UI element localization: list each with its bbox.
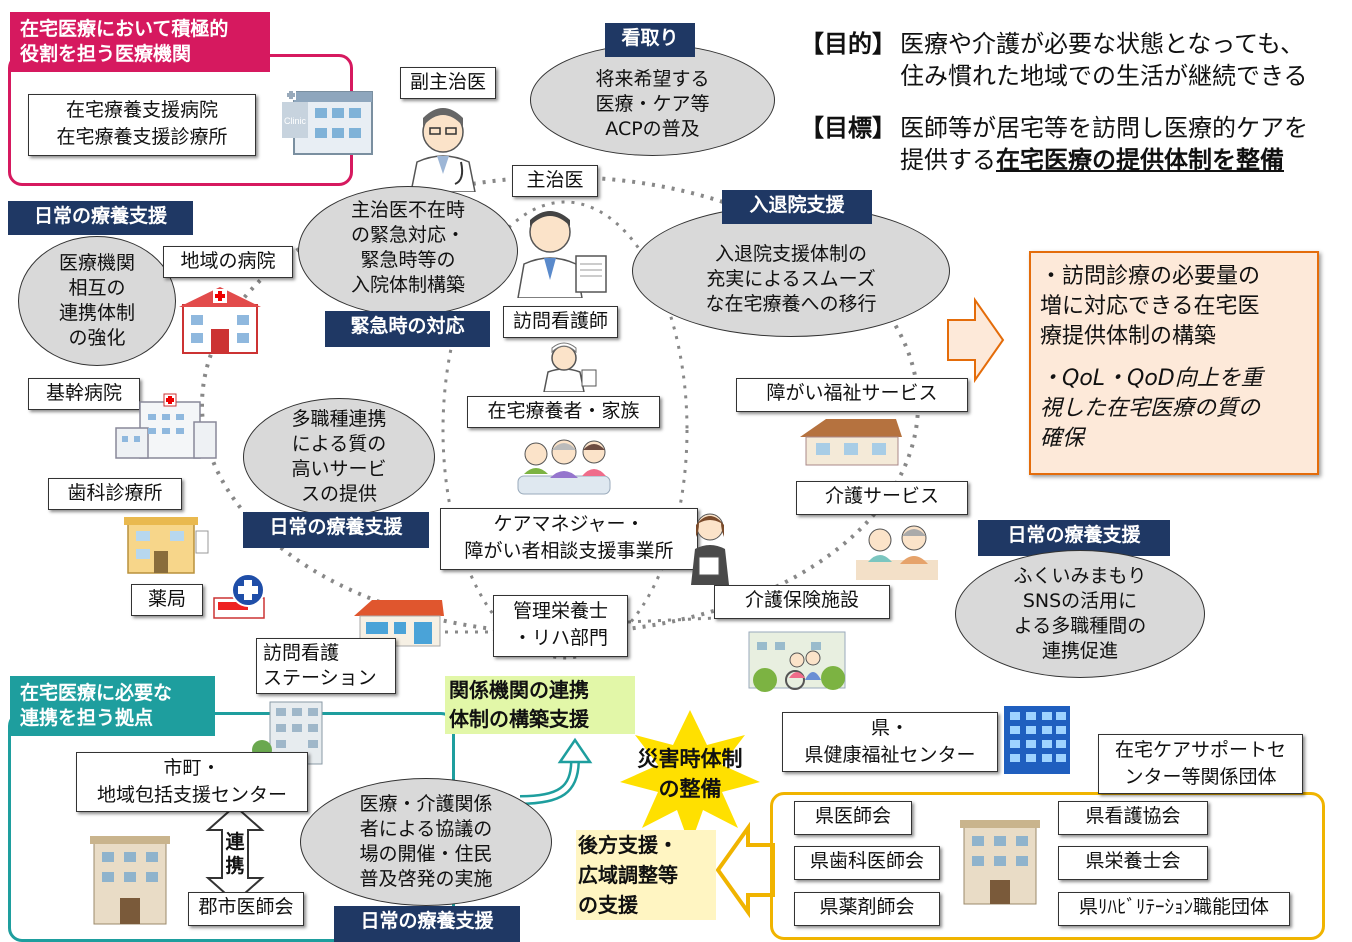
result-item-1: ・訪問診療の必要量の 増に対応できる在宅医 療提供体制の構築 xyxy=(1040,264,1261,349)
welfare-house-icon xyxy=(796,415,904,467)
network-support-text: 関係機関の連携 体制の構築支援 xyxy=(445,676,635,734)
fukui-sns-ellipse: ふくいみまもり SNSの活用に よる多職種間の 連携促進 xyxy=(955,550,1205,678)
target-line2: 提供する在宅医療の提供体制を整備 xyxy=(900,144,1284,176)
target-line2-plain: 提供する xyxy=(900,146,996,174)
dotted-link-hoken xyxy=(627,616,716,624)
label-municipal-center: 市町・ 地域包括支援センター xyxy=(76,752,308,812)
target-line1: 医師等が居宅等を訪問し医療的ケアを xyxy=(900,114,1308,142)
care-manager-illustration xyxy=(685,505,735,585)
label-vice-attending: 副主治医 xyxy=(400,67,496,99)
label-patient-family: 在宅療養者・家族 xyxy=(467,396,660,428)
purpose-label: 【目的】 xyxy=(800,30,896,58)
emergency-ellipse: 主治医不在時 の緊急対応・ 緊急時等の 入院体制構築 xyxy=(298,186,518,316)
dental-clinic-icon xyxy=(120,513,210,575)
target-line2-underlined: 在宅医療の提供体制を整備 xyxy=(996,146,1284,174)
result-box xyxy=(1029,251,1319,475)
vice-doctor-illustration xyxy=(403,100,483,192)
clinic-icon: Clinic xyxy=(280,86,376,158)
label-dental-clinic: 歯科診療所 xyxy=(48,478,182,510)
label-pharmacy: 薬局 xyxy=(131,584,203,616)
org-rehab-assoc: 県ﾘﾊﾋﾞﾘﾃｰｼｮﾝ職能団体 xyxy=(1058,892,1290,926)
attending-doctor-illustration xyxy=(512,198,612,298)
org-dental-assoc: 県歯科医師会 xyxy=(794,846,940,880)
core-hospital-icon xyxy=(110,392,220,460)
link-label: 連 携 xyxy=(225,831,245,877)
label-care-manager: ケアマネジャー・ 障がい者相談支援事業所 xyxy=(440,508,698,570)
multidisciplinary-ellipse: 多職種連携 による質の 高いサービ スの提供 xyxy=(243,398,435,516)
org-dietitian-assoc: 県栄養士会 xyxy=(1058,846,1208,880)
pref-building-icon xyxy=(1000,700,1076,776)
label-pref-health-center: 県・ 県健康福祉センター xyxy=(782,712,998,772)
pharmacy-icon xyxy=(208,572,270,620)
backup-arrow xyxy=(715,821,775,919)
assoc-building-icon xyxy=(952,812,1048,908)
label-core-hospital: 基幹病院 xyxy=(28,378,140,410)
family-illustration xyxy=(508,428,620,498)
discharge-support-ellipse: 入退院支援体制の 充実によるスムーズ な在宅療養への移行 xyxy=(632,205,950,337)
disaster-starburst xyxy=(620,710,760,846)
label-discharge-support: 入退院支援 xyxy=(722,190,872,224)
purpose-text: 医療や介護が必要な状態となっても、 住み慣れた地域での生活が継続できる xyxy=(900,30,1308,90)
label-emergency: 緊急時の対応 xyxy=(325,311,490,347)
label-visiting-nursing-station: 訪問看護 ステーション xyxy=(256,638,396,694)
disaster-preparedness-text: 災害時体制 の整備 xyxy=(637,747,743,801)
support-orgs-frame xyxy=(770,792,1325,940)
top-left-header: 在宅医療において積極的 役割を担う医療機関 xyxy=(10,12,270,72)
care-service-illustration xyxy=(852,518,942,584)
label-mitori: 看取り xyxy=(605,23,695,57)
local-hospital-icon xyxy=(175,283,265,355)
target-label: 【目標】 xyxy=(800,114,896,142)
label-attending: 主治医 xyxy=(512,165,598,197)
result-item-2: ・QoL・QoD向上を重 視した在宅医療の質の 確保 xyxy=(1040,366,1263,451)
label-nutrition-rehab: 管理栄養士 ・リハ部門 xyxy=(493,595,628,657)
label-daily-support-2: 日常の療養支援 xyxy=(243,512,429,548)
org-nursing-assoc: 県看護協会 xyxy=(1058,801,1208,835)
label-local-hospital: 地域の病院 xyxy=(163,246,293,278)
label-care-insurance-facility: 介護保険施設 xyxy=(714,585,890,619)
label-care-service: 介護サービス xyxy=(796,481,968,515)
label-visiting-nurse: 訪問看護師 xyxy=(503,306,618,338)
backup-support-text: 後方支援・ 広域調整等 の支援 xyxy=(576,830,716,920)
council-ellipse: 医療・介護関係 者による協議の 場の開催・住民 普及啓発の実施 xyxy=(300,778,552,906)
org-medical-assoc: 県医師会 xyxy=(794,801,912,835)
inner-dotted-ellipse xyxy=(441,200,689,660)
org-pharma-assoc: 県薬剤師会 xyxy=(794,892,940,926)
label-daily-support-4: 日常の療養支援 xyxy=(334,906,520,942)
result-arrow xyxy=(947,296,1005,384)
label-district-medical-assoc: 郡市医師会 xyxy=(188,892,304,926)
bottom-left-header: 在宅医療に必要な 連携を担う拠点 xyxy=(10,676,215,736)
inter-facility-ellipse: 医療機関 相互の 連携体制 の強化 xyxy=(18,236,176,366)
nurse-illustration xyxy=(532,342,602,392)
home-care-support-clinic: 在宅療養支援病院 在宅療養支援診療所 xyxy=(28,94,256,156)
support-arrow-head xyxy=(557,737,593,764)
label-home-care-support-center: 在宅ケアサポートセ ンター等関係団体 xyxy=(1098,734,1303,794)
acp-ellipse: 将来希望する 医療・ケア等 ACPの普及 xyxy=(530,44,775,156)
svg-text:Clinic: Clinic xyxy=(284,116,307,126)
goal-block: 【目的】 医療や介護が必要な状態となっても、 住み慣れた地域での生活が継続できる… xyxy=(800,28,1345,188)
care-facility-illustration xyxy=(745,622,850,694)
support-curve-arrow xyxy=(519,759,580,805)
label-daily-support-1: 日常の療養支援 xyxy=(8,201,193,235)
label-disability-welfare: 障がい福祉サービス xyxy=(736,378,968,412)
hall-building-icon xyxy=(80,826,180,926)
